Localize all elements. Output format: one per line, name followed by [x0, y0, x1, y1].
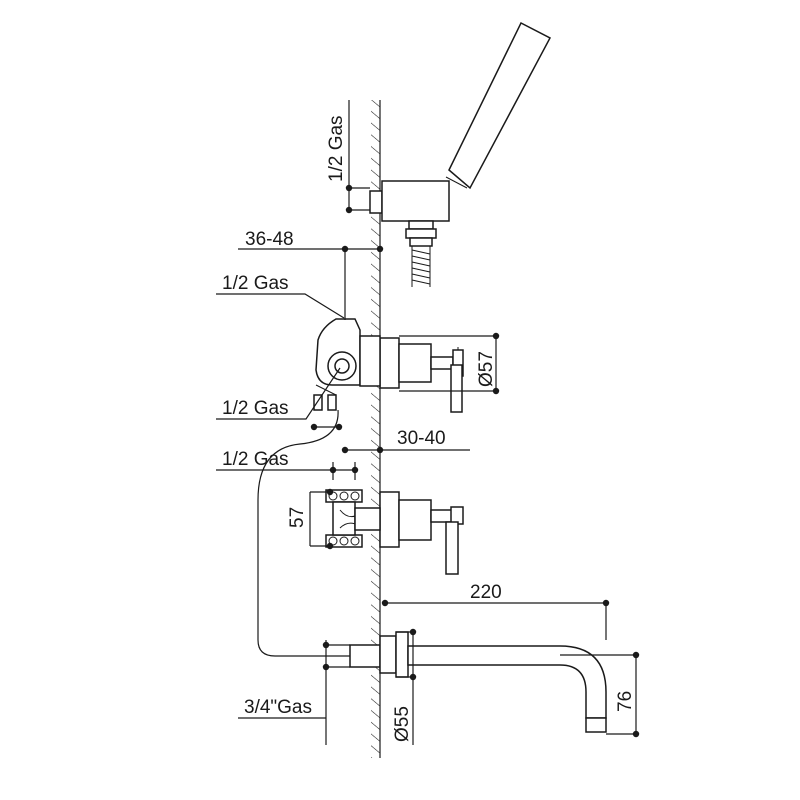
label-dia-57: Ø57	[476, 351, 497, 387]
dim-dia-57-upper	[399, 332, 500, 395]
label-gas-34: 3/4"Gas	[244, 697, 312, 718]
label-76: 76	[615, 691, 636, 712]
label-30-40: 30-40	[397, 428, 446, 449]
supply-pipe	[257, 409, 355, 657]
dim-gas-34	[238, 640, 350, 745]
shower-hose-thread	[411, 246, 431, 287]
label-36-48: 36-48	[245, 229, 294, 250]
spout	[349, 631, 607, 733]
hand-shower-holder	[369, 180, 450, 247]
leader-gas-3	[216, 462, 359, 480]
label-dia-55: Ø55	[392, 706, 413, 742]
leader-gas-1	[216, 293, 345, 319]
dim-dia-55	[396, 628, 417, 745]
dim-220	[381, 599, 610, 640]
leader-gas-2	[216, 367, 343, 431]
dim-30-40	[341, 446, 470, 454]
upper-connector	[313, 318, 381, 411]
dim-gas-top	[345, 100, 370, 214]
upper-mixer-body	[379, 337, 464, 413]
hand-shower	[445, 21, 552, 190]
label-220: 220	[470, 582, 502, 603]
dim-57-lower	[309, 488, 334, 550]
label-gas-1: 1/2 Gas	[222, 273, 289, 294]
lower-connector	[325, 489, 381, 548]
lower-mixer-body	[379, 491, 464, 575]
dim-36-48	[238, 245, 384, 320]
dim-76	[560, 651, 640, 738]
label-gas-2: 1/2 Gas	[222, 398, 289, 419]
label-gas-3: 1/2 Gas	[222, 449, 289, 470]
label-57: 57	[287, 507, 308, 528]
label-gas-top: 1/2 Gas	[326, 115, 347, 182]
